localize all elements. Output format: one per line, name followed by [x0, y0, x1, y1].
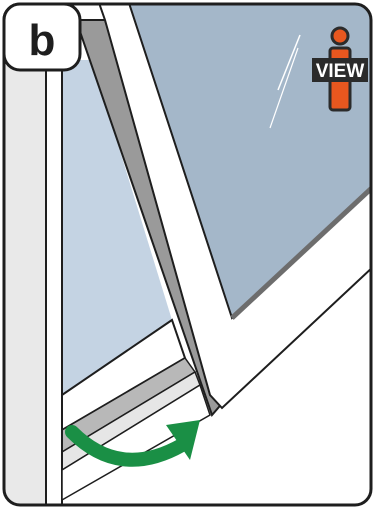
glass-reflection-2	[269, 47, 299, 129]
rotate-arrow	[65, 425, 189, 467]
sill-base	[61, 383, 211, 502]
view-badge: VIEW	[312, 26, 368, 112]
lower-glass	[62, 60, 172, 395]
step-label: b	[29, 16, 56, 65]
glass-reflection-1	[277, 34, 301, 91]
rotate-arrow-head	[166, 420, 200, 460]
frame-post-shade	[4, 4, 46, 505]
wall-right	[200, 265, 371, 505]
view-label: VIEW	[316, 61, 365, 82]
glass-inner-edge	[230, 183, 371, 320]
step-label-box	[2, 2, 82, 72]
panel-border	[2, 2, 373, 507]
